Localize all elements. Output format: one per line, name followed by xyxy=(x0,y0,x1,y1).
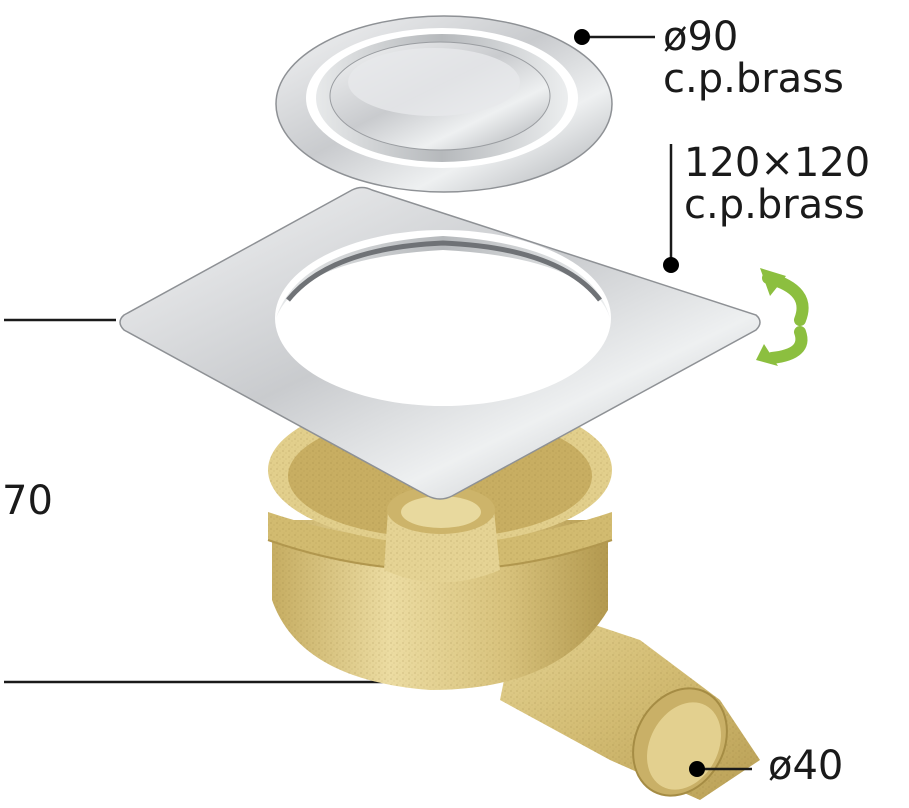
frame-opening xyxy=(275,230,611,406)
frame-size: 120×120 xyxy=(684,140,871,186)
rotate-arrows-icon xyxy=(756,268,809,366)
grate-diameter: ø90 xyxy=(663,14,739,60)
frame-label: 120×120 c.p.brass xyxy=(684,142,870,226)
frame-material: c.p.brass xyxy=(684,182,865,228)
grate-label: ø90 c.p.brass xyxy=(663,16,844,100)
outlet-diameter: ø40 xyxy=(768,743,844,789)
square-frame xyxy=(119,186,761,500)
height-dimension: 70 xyxy=(2,478,53,524)
grate-material: c.p.brass xyxy=(663,56,844,102)
leader-frame xyxy=(663,144,679,273)
leader-outlet xyxy=(689,761,752,777)
round-grate xyxy=(275,15,613,193)
leader-grate xyxy=(574,29,655,45)
